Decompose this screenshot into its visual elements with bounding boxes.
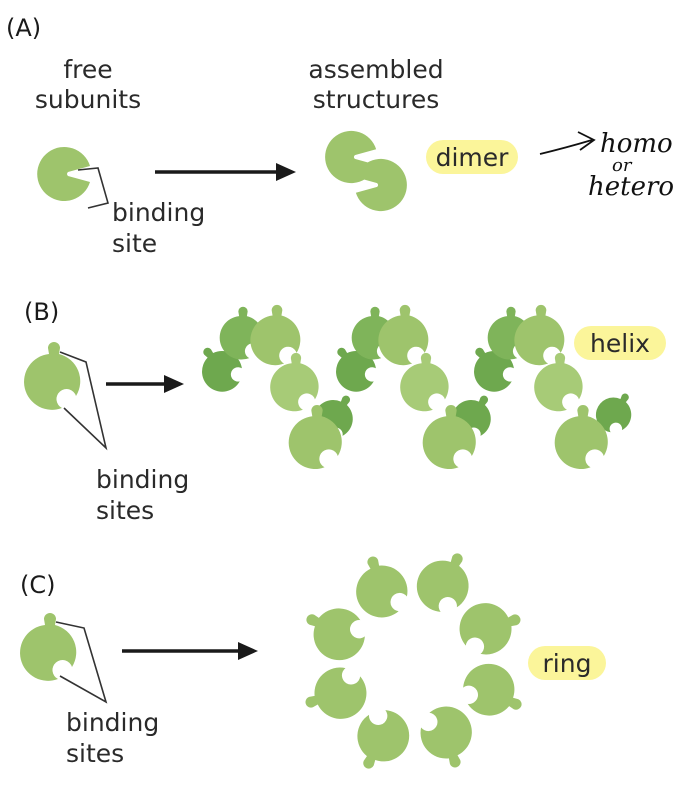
annotation-homo: homo <box>600 129 673 159</box>
free-subunit-b <box>24 342 81 410</box>
binding-site-label-line2: site <box>112 229 157 258</box>
dimer-structure <box>325 130 407 212</box>
assembled-structures-label-line2: structures <box>313 85 439 114</box>
free-subunit-a <box>37 147 90 201</box>
annotation-hetero: hetero <box>588 172 674 202</box>
annotation-or: or <box>612 155 633 176</box>
binding-site-bracket <box>77 167 109 209</box>
binding-site-label-line1: binding <box>112 198 205 227</box>
ring-highlight <box>528 646 606 680</box>
ring-structure <box>295 542 533 780</box>
helix-label: helix <box>590 329 650 358</box>
hand-arrow <box>539 131 596 155</box>
binding-sites-b-label-line1: binding <box>96 465 189 494</box>
arrow-c-head <box>238 642 258 660</box>
helix-structure <box>188 304 642 470</box>
binding-sites-leader-c <box>55 621 108 704</box>
dimer-highlight <box>426 140 518 174</box>
binding-sites-b-label-line2: sites <box>96 496 154 525</box>
ring-label: ring <box>543 649 592 678</box>
panel-b-letter: (B) <box>24 298 59 326</box>
panel-a-letter: (A) <box>6 14 41 42</box>
arrow-b-head <box>164 375 184 393</box>
panel-c-letter: (C) <box>20 571 55 599</box>
binding-sites-c-label-line1: binding <box>66 708 159 737</box>
free-subunits-label-line1: free <box>63 55 112 84</box>
free-subunits-label-line2: subunits <box>35 85 141 114</box>
arrow-a-head <box>276 163 296 181</box>
helix-highlight <box>574 326 666 360</box>
binding-sites-leader-b <box>59 351 108 451</box>
assembled-structures-label-line1: assembled <box>308 55 443 84</box>
free-subunit-c <box>20 613 77 681</box>
binding-sites-c-label-line2: sites <box>66 739 124 768</box>
dimer-label: dimer <box>436 143 510 172</box>
